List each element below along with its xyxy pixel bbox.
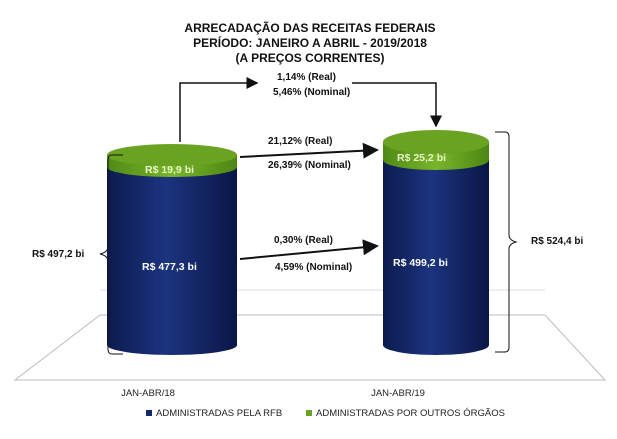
arrow-outros-down [352, 82, 442, 128]
legend-rfb: ADMINISTRADAS PELA RFB [156, 408, 282, 419]
total-2019: R$ 524,4 bi [531, 236, 583, 247]
arrow-outros-top [179, 77, 259, 142]
chart-title-1: ARRECADAÇÃO DAS RECEITAS FEDERAIS [184, 20, 435, 35]
bar-top-2018 [107, 144, 237, 166]
growth-outros-nominal: 26,39% (Nominal) [268, 160, 351, 171]
bar-rfb-2019 [383, 142, 489, 355]
label-outros-2018: R$ 19,9 bi [145, 164, 194, 176]
legend-outros: ADMINISTRADAS POR OUTROS ÓRGÃOS [316, 408, 505, 419]
growth-rfb-nominal: 4,59% (Nominal) [275, 262, 352, 273]
label-rfb-2019: R$ 499,2 bi [393, 257, 448, 269]
x-tick-2019: JAN-ABR/19 [371, 388, 425, 399]
chart-title-2: PERÍODO: JANEIRO A ABRIL - 2019/2018 [193, 35, 427, 50]
x-tick-2018: JAN-ABR/18 [121, 388, 175, 399]
bar-rfb-2018 [107, 155, 237, 355]
bar-jan-abr-18 [107, 144, 237, 355]
legend-swatch-rfb [146, 410, 152, 416]
label-rfb-2018: R$ 477,3 bi [142, 261, 197, 273]
total-2018: R$ 497,2 bi [32, 249, 84, 260]
growth-rfb-real: 0,30% (Real) [274, 235, 333, 246]
brace-2019 [495, 131, 518, 353]
bar-jan-abr-19 [383, 130, 489, 355]
growth-top-nominal: 5,46% (Nominal) [273, 87, 350, 98]
chart-title-3: (A PREÇOS CORRENTES) [236, 51, 385, 65]
growth-outros-real: 21,12% (Real) [268, 136, 332, 147]
bar-top-2019 [383, 130, 489, 154]
arrow-outros [239, 142, 379, 159]
legend-swatch-outros [306, 410, 312, 416]
arrow-rfb [239, 239, 379, 260]
label-outros-2019: R$ 25,2 bi [397, 152, 446, 164]
floor-plane [13, 314, 607, 381]
growth-top-real: 1,14% (Real) [277, 72, 336, 83]
brace-2018 [99, 154, 123, 355]
